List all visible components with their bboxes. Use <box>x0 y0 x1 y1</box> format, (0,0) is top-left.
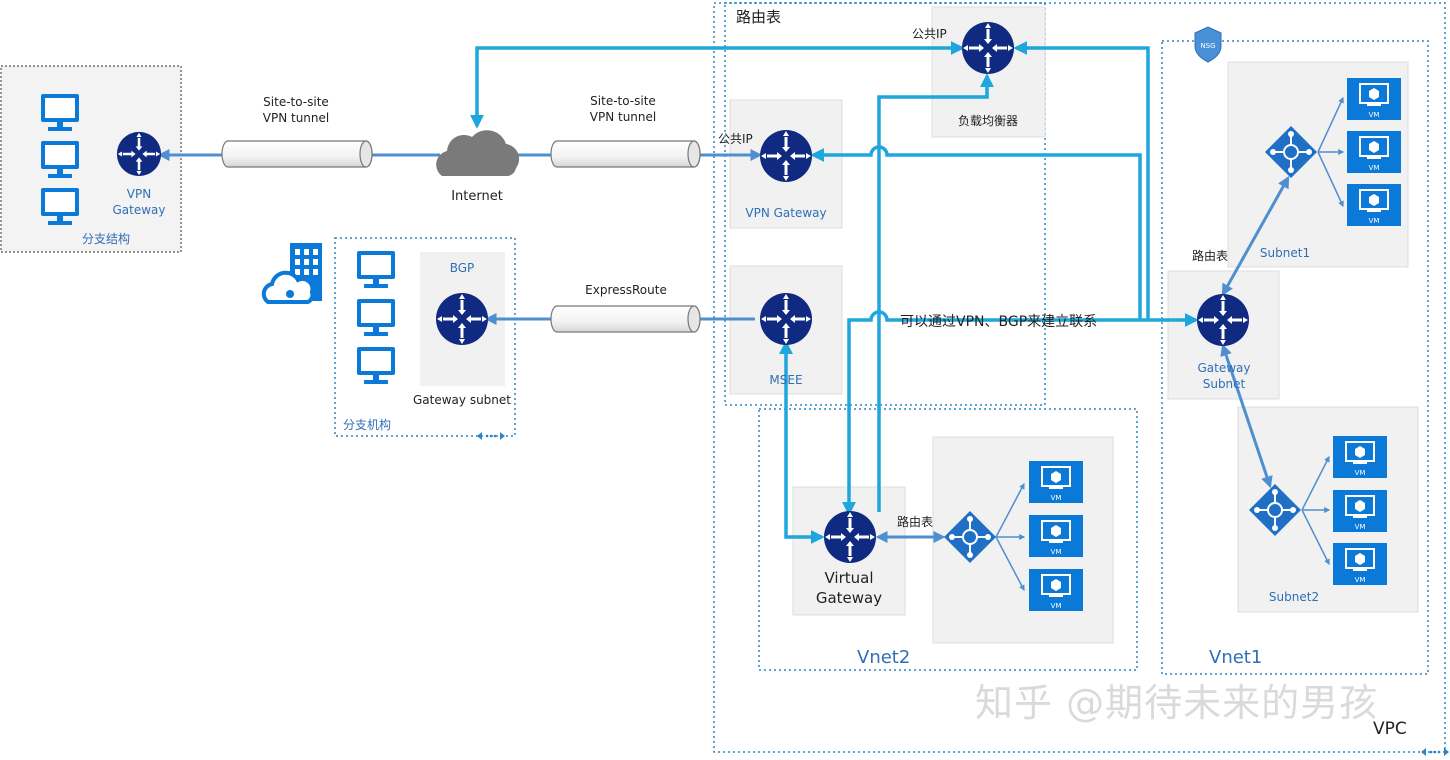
link-vnet1-to-vpn-gateway <box>810 145 1142 320</box>
branch-office-box <box>334 237 516 437</box>
link-vnet1-to-load-balancer <box>1013 41 1150 320</box>
vm-label: VM <box>1051 602 1062 610</box>
gateway-subnet-label: Gateway subnet <box>413 393 511 407</box>
subnet2-label: Subnet2 <box>1269 590 1319 604</box>
vnet2-title: Vnet2 <box>857 647 910 668</box>
link-gateway-subnet-to-subnet1 <box>1221 175 1290 297</box>
load-balancer-label: 负载均衡器 <box>958 114 1018 128</box>
expressroute-tunnel <box>550 305 701 333</box>
right-tunnel-label-line1: Site-to-site <box>590 94 656 108</box>
link-internet-to-load-balancer <box>470 41 965 129</box>
public-ip-vpn-label: 公共IP <box>718 132 753 146</box>
msee-router-icon <box>758 291 814 347</box>
nsg-shield-icon <box>1194 26 1222 63</box>
vm-label: VM <box>1355 523 1366 531</box>
branch-vpn-label-line1: VPN <box>127 187 151 201</box>
monitor-icon <box>357 347 395 384</box>
subnet1-fanout <box>1317 96 1345 208</box>
vm-label: VM <box>1355 576 1366 584</box>
watermark-text: 知乎 @期待未来的男孩 <box>975 681 1379 725</box>
public-ip-label: 公共IP <box>912 27 947 41</box>
branch-structure-title: 分支结构 <box>82 231 130 246</box>
monitor-icon <box>357 299 395 336</box>
expand-icon <box>477 432 505 440</box>
branch-vpn-label-line2: Gateway <box>112 203 165 217</box>
internet-cloud-icon <box>436 130 520 176</box>
vm-label: VM <box>1369 217 1380 225</box>
expressroute-label: ExpressRoute <box>585 283 667 297</box>
right-vpn-tunnel <box>550 140 701 168</box>
left-vpn-tunnel <box>221 140 373 168</box>
left-tunnel-label-line1: Site-to-site <box>263 95 329 109</box>
virtual-gateway-label-line2: Gateway <box>816 589 882 607</box>
msee-label: MSEE <box>769 373 802 387</box>
gateway-subnet-router-icon <box>1195 292 1251 348</box>
link-msee-to-virtual-gateway <box>779 340 825 544</box>
expand-icon <box>1421 748 1449 756</box>
vnet1-title: Vnet1 <box>1209 647 1262 668</box>
link-gateway-subnet-to-subnet2 <box>1220 343 1273 489</box>
vnet2-route-table-label: 路由表 <box>897 514 933 529</box>
subnet2-fanout <box>1301 455 1331 566</box>
cloud-building-icon <box>261 243 322 304</box>
vnet1-route-table-label: 路由表 <box>1192 248 1228 263</box>
virtual-gateway-label-line1: Virtual <box>824 569 873 587</box>
route-table-title: 路由表 <box>736 8 781 26</box>
vm-label: VM <box>1369 111 1380 119</box>
subnet1-label: Subnet1 <box>1260 246 1310 260</box>
vpn-gateway-label: VPN Gateway <box>745 206 826 220</box>
left-tunnel-label-line2: VPN tunnel <box>263 111 329 125</box>
vm-label: VM <box>1051 494 1062 502</box>
bgp-router-icon <box>434 291 490 347</box>
gateway-subnet-label-line1: Gateway <box>1197 361 1250 375</box>
vm-label: VM <box>1051 548 1062 556</box>
gateway-subnet-label-line2: Subnet <box>1203 377 1246 391</box>
vm-label: VM <box>1369 164 1380 172</box>
vm-label: VM <box>1355 469 1366 477</box>
nsg-label: NSG <box>1200 42 1215 50</box>
right-tunnel-label-line2: VPN tunnel <box>590 110 656 124</box>
load-balancer-router-icon <box>960 20 1016 76</box>
branch-vpn-router-icon <box>115 130 163 178</box>
vpc-box <box>713 2 1446 753</box>
internet-label: Internet <box>451 189 503 204</box>
virtual-gateway-router-icon <box>822 509 878 565</box>
vnet2-fanout <box>995 482 1026 592</box>
monitor-icon <box>357 251 395 288</box>
vpn-gateway-router-icon <box>758 128 814 184</box>
vpc-label: VPC <box>1373 719 1407 739</box>
link-virtual-gateway-to-vnet1 <box>842 310 1199 516</box>
bgp-label: BGP <box>450 261 475 275</box>
branch-office-title: 分支机构 <box>343 417 391 432</box>
vpn-bgp-note: 可以通过VPN、BGP来建立联系 <box>900 314 1097 330</box>
link-virtual-gateway-to-load-balancer <box>877 73 994 512</box>
